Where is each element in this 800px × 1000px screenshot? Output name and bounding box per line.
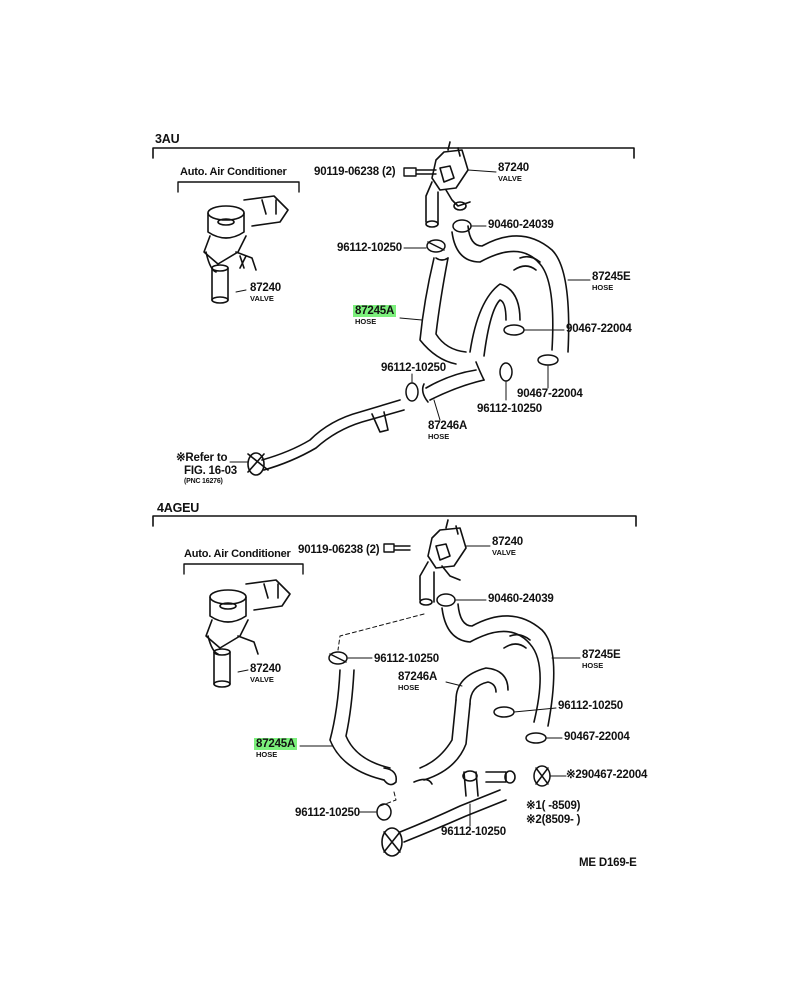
part-hose-246a-4ageu-sub: HOSE xyxy=(398,683,420,692)
inset-3au-bracket xyxy=(177,181,300,193)
hose-87245e-3au xyxy=(451,225,570,353)
part-valve-inset-3au[interactable]: 87240 xyxy=(250,282,281,294)
part-valve-inset-3au-sub: VALVE xyxy=(250,294,274,303)
part-hose-e-4ageu[interactable]: 87245E xyxy=(582,649,621,661)
clamp-3au-right-1 xyxy=(503,324,525,336)
refer-line-3: (PNC 16276) xyxy=(184,478,223,485)
pipe-4ageu xyxy=(381,770,516,857)
part-clamp-right-1-4ageu[interactable]: 96112-10250 xyxy=(558,700,623,712)
legend-row-1: ※1( -8509) xyxy=(526,800,581,812)
clamp-4ageu-star xyxy=(533,765,551,787)
highlight-hose-a-3au: 87245A xyxy=(353,305,397,317)
part-hose-e-3au-sub: HOSE xyxy=(592,283,614,292)
part-clamp-right-2-3au[interactable]: 90467-22004 xyxy=(517,388,583,400)
section-4ageu-bracket xyxy=(152,515,637,527)
hose-87246a-4ageu xyxy=(419,667,509,781)
clamp-4ageu-top xyxy=(436,593,456,607)
clamp-4ageu-right-2 xyxy=(525,732,547,744)
pipe-3au xyxy=(247,399,405,476)
part-clamp-bottom-left-4ageu[interactable]: 96112-10250 xyxy=(295,807,360,819)
main-valve-3au xyxy=(425,141,471,228)
clamp-4ageu-right-1 xyxy=(493,706,515,718)
hose-87246a-3au xyxy=(421,283,521,403)
clamp-3au-right-2 xyxy=(537,354,559,366)
refer-line-2[interactable]: FIG. 16-03 xyxy=(184,465,237,477)
part-clamp-left-3au[interactable]: 96112-10250 xyxy=(337,242,402,254)
part-clamp-right-2-4ageu[interactable]: 90467-22004 xyxy=(564,731,630,743)
part-clamp-mid-3au[interactable]: 96112-10250 xyxy=(381,362,446,374)
part-hose-a-4ageu[interactable]: 87245A xyxy=(254,738,298,750)
inset-title-4ageu: Auto. Air Conditioner xyxy=(184,548,291,560)
legend-row-2: ※2(8509- ) xyxy=(526,814,581,826)
part-hose-e-4ageu-sub: HOSE xyxy=(582,661,604,670)
clamp-4ageu-left xyxy=(328,651,348,665)
dashed-guide-4ageu xyxy=(337,613,425,651)
inset-4ageu-bracket xyxy=(183,563,304,575)
bolt-3au xyxy=(403,167,437,177)
part-valve-main-4ageu-sub: VALVE xyxy=(492,548,516,557)
section-title-3au: 3AU xyxy=(155,132,180,146)
part-hose-246a-4ageu[interactable]: 87246A xyxy=(398,671,438,683)
inset-valve-3au xyxy=(203,195,289,304)
section-title-4ageu: 4AGEU xyxy=(157,501,200,515)
part-bolt-3au[interactable]: 90119-06238 (2) xyxy=(314,166,396,178)
part-hose-246a-3au-sub: HOSE xyxy=(428,432,450,441)
refer-line-1: ※Refer to xyxy=(176,452,228,464)
clamp-4ageu-bottom-left xyxy=(376,803,392,821)
part-hose-a-3au[interactable]: 87245A xyxy=(353,305,397,317)
clamp-3au-left xyxy=(426,239,446,253)
part-valve-main-4ageu[interactable]: 87240 xyxy=(492,536,523,548)
part-valve-inset-4ageu-sub: VALVE xyxy=(250,675,274,684)
part-clamp-bottom-3au[interactable]: 96112-10250 xyxy=(477,403,542,415)
part-bolt-4ageu[interactable]: 90119-06238 (2) xyxy=(298,544,380,556)
part-hose-e-3au[interactable]: 87245E xyxy=(592,271,631,283)
part-clamp-star-4ageu[interactable]: ※290467-22004 xyxy=(566,769,648,781)
part-valve-main-3au-sub: VALVE xyxy=(498,174,522,183)
hose-87245e-4ageu xyxy=(441,603,555,727)
part-clamp-right-1-3au[interactable]: 90467-22004 xyxy=(566,323,632,335)
bolt-4ageu xyxy=(383,543,411,553)
footer-code: ME D169-E xyxy=(579,857,637,869)
hose-87245a-4ageu xyxy=(329,669,398,786)
part-valve-main-3au[interactable]: 87240 xyxy=(498,162,529,174)
inset-valve-4ageu xyxy=(205,579,291,688)
dashed-guide-4ageu-bottom xyxy=(379,791,397,807)
part-hose-a-4ageu-sub: HOSE xyxy=(256,750,278,759)
clamp-3au-bottom xyxy=(499,362,513,382)
highlight-hose-a-4ageu: 87245A xyxy=(254,738,298,750)
part-hose-a-3au-sub: HOSE xyxy=(355,317,377,326)
part-clamp-bottom-mid-4ageu[interactable]: 96112-10250 xyxy=(441,826,506,838)
part-clamp-left-4ageu[interactable]: 96112-10250 xyxy=(374,653,439,665)
hose-87245a-3au xyxy=(419,257,467,365)
inset-title-3au: Auto. Air Conditioner xyxy=(180,166,287,178)
part-clamp-top-3au[interactable]: 90460-24039 xyxy=(488,219,554,231)
clamp-3au-mid xyxy=(405,382,419,402)
part-hose-246a-3au[interactable]: 87246A xyxy=(428,420,468,432)
part-valve-inset-4ageu[interactable]: 87240 xyxy=(250,663,281,675)
main-valve-4ageu xyxy=(419,519,467,606)
section-3au-bracket xyxy=(152,147,635,159)
part-clamp-top-4ageu[interactable]: 90460-24039 xyxy=(488,593,554,605)
